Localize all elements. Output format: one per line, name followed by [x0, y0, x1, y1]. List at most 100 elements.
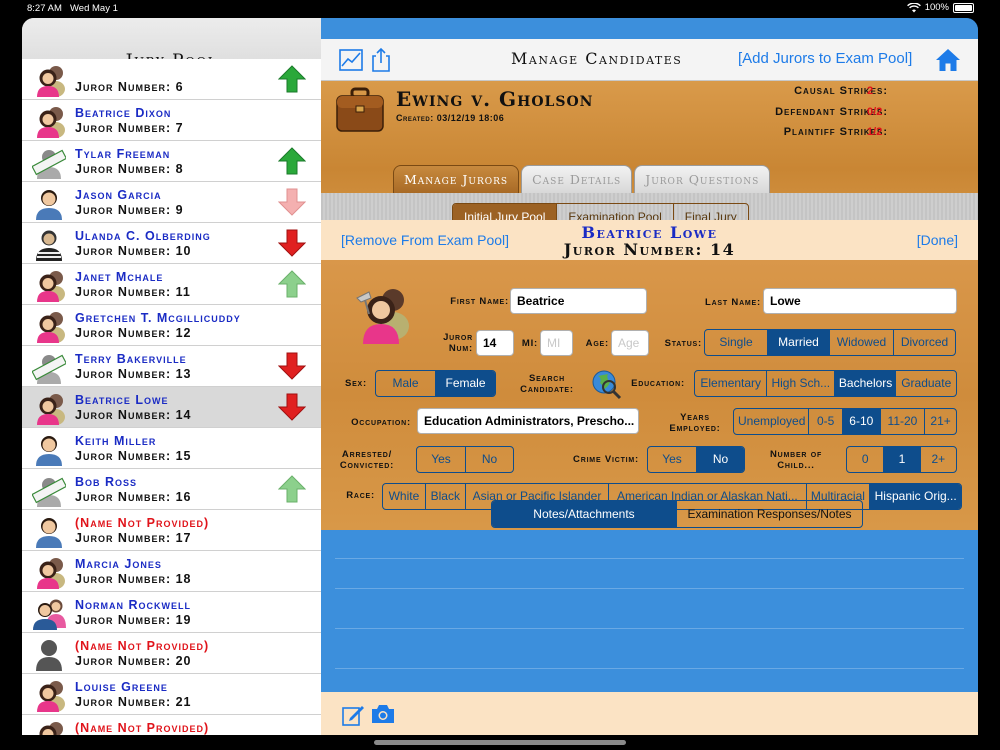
juror-row[interactable]: Juror Number: 6	[22, 59, 321, 100]
compose-icon[interactable]	[341, 703, 365, 727]
sex-female[interactable]: Female	[435, 371, 495, 396]
camera-icon[interactable]	[370, 703, 396, 725]
juror-name: Bob Ross	[75, 475, 138, 489]
female-avatar-icon	[37, 66, 65, 97]
juror-number: Juror Number: 13	[75, 367, 192, 381]
education-graduate[interactable]: Graduate	[895, 371, 956, 396]
victim-no[interactable]: No	[695, 447, 744, 472]
arrow-down-icon[interactable]	[278, 188, 306, 216]
search-globe-icon[interactable]	[590, 368, 622, 400]
years-11-20[interactable]: 11-20	[879, 409, 925, 434]
causal-strikes-value: 2	[867, 85, 874, 97]
juror-number: Juror Number: 8	[75, 162, 184, 176]
arrested-yes[interactable]: Yes	[431, 452, 451, 466]
education-elementary[interactable]: Elementary	[700, 376, 762, 390]
race-hispanic[interactable]: Hispanic Orig...	[869, 484, 961, 509]
juror-row[interactable]: (Name Not Provided)Juror Number: 20	[22, 633, 321, 674]
chart-icon[interactable]	[338, 47, 364, 73]
juror-row[interactable]: (Name Not Provided)	[22, 715, 321, 735]
arrow-up-icon[interactable]	[278, 475, 306, 503]
sex-male[interactable]: Male	[392, 376, 419, 390]
last-name-field[interactable]: Lowe	[763, 288, 957, 314]
juror-name: Jason Garcia	[75, 188, 162, 202]
juror-num-field[interactable]: 14	[476, 330, 514, 356]
status-widowed[interactable]: Widowed	[829, 330, 893, 355]
status-married[interactable]: Married	[767, 330, 829, 355]
bottom-tabs: Notes/Attachments Examination Responses/…	[491, 500, 863, 528]
share-icon[interactable]	[368, 47, 394, 73]
race-label: Race:	[346, 490, 375, 501]
age-field[interactable]: Age	[611, 330, 649, 356]
years-21-plus[interactable]: 21+	[924, 409, 956, 434]
tab-notes-attachments[interactable]: Notes/Attachments	[492, 501, 676, 527]
tab-juror-questions[interactable]: Juror Questions	[634, 165, 771, 193]
arrow-down-icon[interactable]	[278, 229, 306, 257]
divider	[335, 558, 964, 559]
juror-number: Juror Number: 12	[75, 326, 192, 340]
arrow-down-icon[interactable]	[278, 352, 306, 380]
victim-yes[interactable]: Yes	[662, 452, 682, 466]
arrow-up-icon[interactable]	[278, 65, 306, 93]
tab-manage-jurors[interactable]: Manage Jurors	[393, 165, 520, 193]
first-name-label: First Name:	[450, 296, 509, 307]
juror-row[interactable]: (Name Not Provided)Juror Number: 17	[22, 510, 321, 551]
juror-name: Beatrice Dixon	[75, 106, 172, 120]
status-divorced[interactable]: Divorced	[893, 330, 955, 355]
first-name-field[interactable]: Beatrice	[510, 288, 647, 314]
juror-portrait-icon[interactable]	[349, 280, 413, 344]
home-indicator[interactable]	[374, 740, 626, 745]
status-selector: Single Married Widowed Divorced	[704, 329, 956, 356]
occupation-field[interactable]: Education Administrators, Prescho...	[417, 408, 639, 434]
notes-list-area[interactable]	[321, 530, 978, 692]
children-0[interactable]: 0	[861, 452, 869, 466]
wifi-icon	[906, 2, 921, 12]
race-white[interactable]: White	[388, 489, 420, 503]
education-bachelors[interactable]: Bachelors	[833, 371, 896, 396]
children-2-plus[interactable]: 2+	[919, 447, 956, 472]
years-0-5[interactable]: 0-5	[808, 409, 842, 434]
female-avatar-icon	[37, 312, 65, 343]
education-high-school[interactable]: High Sch...	[766, 371, 833, 396]
juror-number: Juror Number: 14	[75, 408, 192, 422]
race-black[interactable]: Black	[424, 484, 465, 509]
status-bar: 8:27 AM Wed May 1 100%	[0, 0, 1000, 17]
prisoner-avatar-icon	[36, 230, 62, 261]
arrow-down-icon[interactable]	[278, 393, 306, 421]
race-multiracial[interactable]: Multiracial	[805, 484, 870, 509]
arrested-no[interactable]: No	[464, 447, 513, 472]
mi-field[interactable]: MI	[540, 330, 573, 356]
juror-number: Juror Number: 15	[75, 449, 192, 463]
age-label: Age:	[585, 338, 609, 349]
status-single[interactable]: Single	[719, 335, 753, 349]
crime-victim-label: Crime Victim:	[573, 454, 639, 465]
tab-examination-responses[interactable]: Examination Responses/Notes	[676, 501, 862, 527]
race-american-indian[interactable]: American Indian or Alaskan Nati...	[608, 484, 805, 509]
add-jurors-link[interactable]: [Add Jurors to Exam Pool]	[738, 50, 913, 67]
arrow-up-icon[interactable]	[278, 147, 306, 175]
years-unemployed[interactable]: Unemployed	[738, 414, 806, 428]
divider	[335, 588, 964, 589]
defendant-strikes-label: Defendant Strikes:	[775, 106, 888, 118]
tab-case-details[interactable]: Case Details	[521, 165, 633, 193]
remove-from-exam-pool-link[interactable]: [Remove From Exam Pool]	[341, 232, 510, 248]
done-link[interactable]: [Done]	[916, 232, 958, 248]
children-1[interactable]: 1	[883, 447, 920, 472]
home-icon[interactable]	[935, 47, 961, 73]
race-asian-pacific[interactable]: Asian or Pacific Islander	[464, 484, 608, 509]
years-6-10[interactable]: 6-10	[841, 409, 880, 434]
arrow-up-icon[interactable]	[278, 270, 306, 298]
